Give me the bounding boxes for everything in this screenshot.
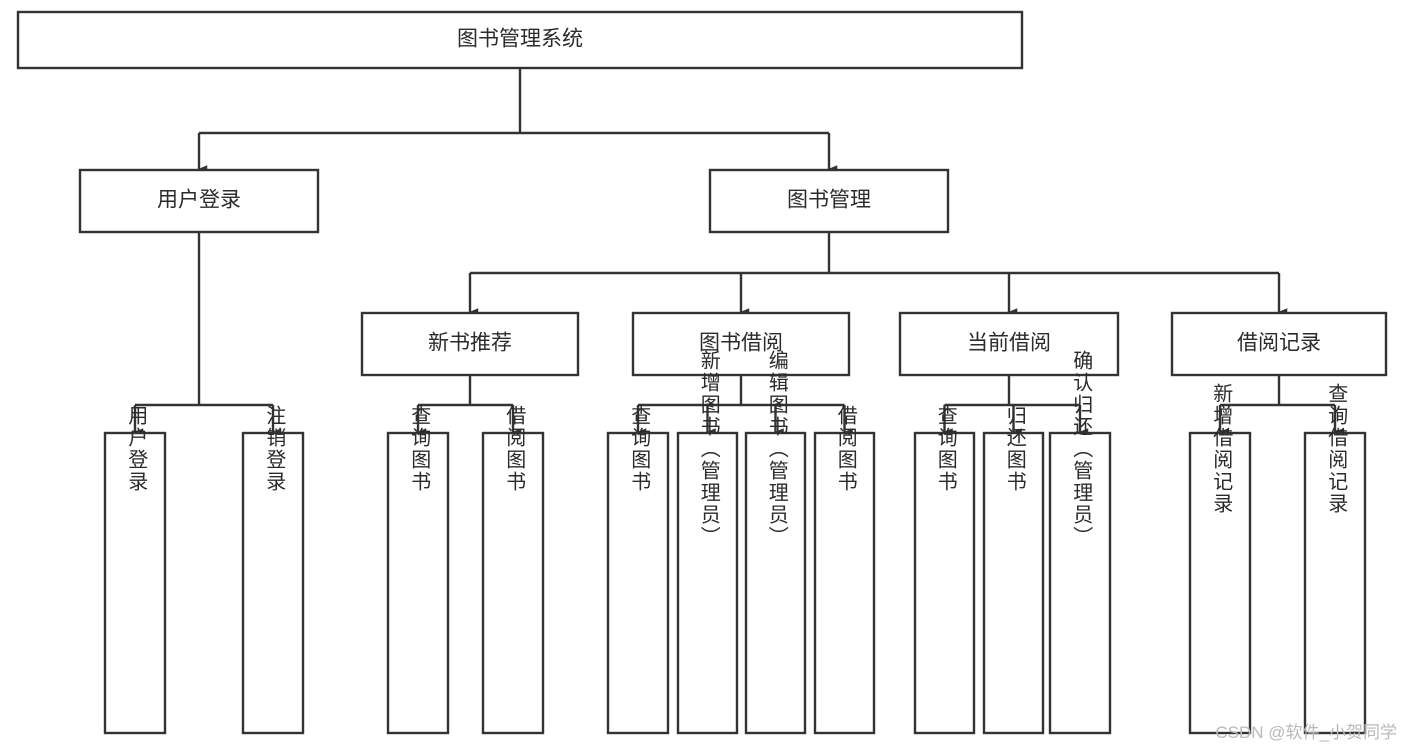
node-label: 借阅记录 <box>1237 332 1321 355</box>
node-label: 注销登录 <box>263 405 286 493</box>
connector-group <box>636 375 853 436</box>
node-label: 查询图书 <box>408 405 431 493</box>
connector-group <box>943 375 1089 436</box>
node-leaf-6[interactable]: 编辑图书（管理员） <box>744 350 807 735</box>
node-root[interactable]: 图书管理系统 <box>16 10 1024 70</box>
node-leaf-9[interactable]: 归还图书 <box>982 405 1045 735</box>
connector-group <box>133 232 282 436</box>
node-leaf-8[interactable]: 查询图书 <box>913 405 976 735</box>
node-label: 查询借阅记录 <box>1325 383 1348 515</box>
connector-group <box>468 232 1288 316</box>
node-label: 查询图书 <box>628 405 651 493</box>
node-level2-0[interactable]: 用户登录 <box>78 168 320 234</box>
connector-group <box>1218 375 1344 436</box>
node-label: 图书管理系统 <box>457 28 583 51</box>
node-label: 查询图书 <box>934 405 957 493</box>
connector-group <box>197 68 838 173</box>
node-label: 确认归还（管理员） <box>1070 350 1093 548</box>
node-leaf-2[interactable]: 查询图书 <box>386 405 450 735</box>
node-leaf-5[interactable]: 新增图书（管理员） <box>676 350 739 735</box>
node-label: 新书推荐 <box>428 332 512 355</box>
node-leaf-10[interactable]: 确认归还（管理员） <box>1048 350 1112 735</box>
node-layer: 图书管理系统用户登录图书管理新书推荐图书借阅当前借阅借阅记录用户登录注销登录查询… <box>16 10 1388 735</box>
node-leaf-11[interactable]: 新增借阅记录 <box>1188 383 1252 735</box>
node-label: 当前借阅 <box>967 332 1051 355</box>
node-leaf-0[interactable]: 用户登录 <box>103 405 167 735</box>
connector-layer <box>133 68 1344 436</box>
node-label: 借阅图书 <box>503 405 526 493</box>
node-label: 借阅图书 <box>834 405 857 493</box>
node-label: 图书借阅 <box>699 332 783 355</box>
node-level3-1[interactable]: 图书借阅 <box>631 311 851 377</box>
node-leaf-12[interactable]: 查询借阅记录 <box>1303 383 1367 735</box>
node-level2-1[interactable]: 图书管理 <box>708 168 950 234</box>
node-level3-2[interactable]: 当前借阅 <box>898 311 1120 377</box>
node-leaf-3[interactable]: 借阅图书 <box>481 405 545 735</box>
node-leaf-4[interactable]: 查询图书 <box>606 405 670 735</box>
node-label: 用户登录 <box>157 189 241 212</box>
node-label: 图书管理 <box>787 189 871 212</box>
node-leaf-1[interactable]: 注销登录 <box>241 405 305 735</box>
node-label: 归还图书 <box>1003 405 1026 493</box>
node-level3-3[interactable]: 借阅记录 <box>1170 311 1388 377</box>
node-label: 新增图书（管理员） <box>697 350 720 548</box>
node-leaf-7[interactable]: 借阅图书 <box>813 405 876 735</box>
node-label: 用户登录 <box>125 405 148 493</box>
node-label: 新增借阅记录 <box>1210 383 1233 515</box>
node-label: 编辑图书（管理员） <box>765 350 788 548</box>
connector-group <box>416 375 522 436</box>
node-level3-0[interactable]: 新书推荐 <box>360 311 580 377</box>
